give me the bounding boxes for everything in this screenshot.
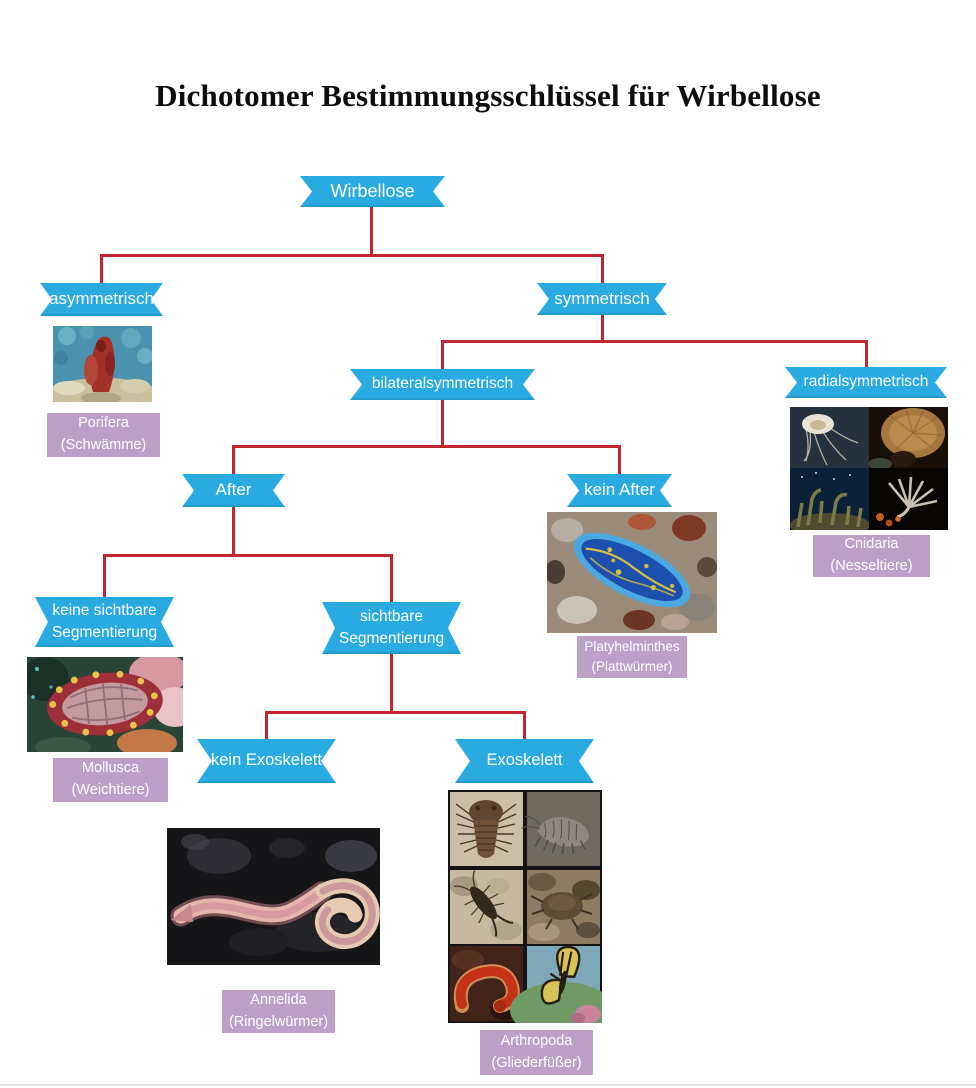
node-label: symmetrisch [554,288,650,308]
taxon-common-name: (Schwämme) [60,437,147,453]
node-label: bilateralsymmetrisch [371,375,514,393]
node-label: Segmentierung [338,630,445,647]
connector-line [601,254,604,285]
taxon-common-name: (Nesseltiere) [830,558,913,574]
connector-line [601,313,604,343]
taxon-name: Mollusca [81,760,140,777]
node-symmetrisch: symmetrisch [537,283,667,315]
cnidaria-photo [790,407,948,530]
node-label: Exoskelett [486,751,563,770]
connector-line [441,340,444,371]
connector-line [265,711,526,714]
connector-line [390,554,393,605]
platyhelminthes-photo [547,512,717,633]
label-arthropoda: Arthropoda (Gliederfüßer) [480,1030,593,1075]
porifera-photo [53,326,152,402]
connector-line [523,711,526,741]
node-wirbellose: Wirbellose [300,176,445,207]
node-label: Wirbellose [330,181,415,202]
connector-line [232,505,235,557]
connector-line [103,554,106,599]
node-kein-exoskelett: kein Exoskelett [197,739,336,783]
page-bottom-edge [0,1084,976,1086]
node-label: radialsymmetrisch [803,373,929,391]
taxon-name: Platyhelminthes [584,638,680,654]
node-exoskelett: Exoskelett [455,739,594,783]
connector-line [232,445,235,476]
node-radialsymmetrisch: radialsymmetrisch [785,367,947,398]
connector-line [618,445,621,476]
page-title: Dichotomer Bestimmungsschlüssel für Wirb… [155,78,821,113]
node-bilateralsymmetrisch: bilateralsymmetrisch [350,369,535,400]
node-label: asymmetrisch [49,289,154,309]
connector-line [390,652,393,714]
taxon-name: Porifera [78,415,129,432]
connector-line [265,711,268,741]
label-porifera: Porifera (Schwämme) [47,413,160,457]
node-after: After [182,474,285,507]
label-annelida: Annelida (Ringelwürmer) [222,990,335,1033]
connector-line [441,399,444,448]
connector-line [100,254,604,257]
label-cnidaria: Cnidaria (Nesseltiere) [813,535,930,577]
node-label: kein After [584,480,655,500]
arthropoda-photo [448,790,602,1023]
taxon-common-name: (Ringelwürmer) [228,1013,329,1030]
connector-line [232,445,621,448]
label-platyhelminthes: Platyhelminthes (Plattwürmer) [577,636,687,678]
taxon-common-name: (Plattwürmer) [591,659,673,674]
node-label: sichtbare [360,607,423,625]
taxon-common-name: (Gliederfüßer) [491,1054,582,1071]
taxon-name: Arthropoda [500,1032,573,1049]
annelida-photo [167,828,380,965]
taxon-common-name: (Weichtiere) [71,782,150,798]
connector-line [100,254,103,285]
node-label: Segmentierung [51,624,158,641]
node-label: keine sichtbare [52,601,157,619]
taxon-name: Annelida [250,991,307,1008]
mollusca-photo [27,657,183,752]
node-label: After [215,480,252,500]
connector-line [103,554,393,557]
node-kein-after: kein After [567,474,672,507]
connector-line [865,340,868,369]
connector-line [441,340,868,343]
node-label: kein Exoskelett [211,751,322,770]
label-mollusca: Mollusca (Weichtiere) [53,758,168,802]
connector-line [370,205,373,257]
taxon-name: Cnidaria [844,536,899,553]
node-asymmetrisch: asymmetrisch [40,283,163,316]
